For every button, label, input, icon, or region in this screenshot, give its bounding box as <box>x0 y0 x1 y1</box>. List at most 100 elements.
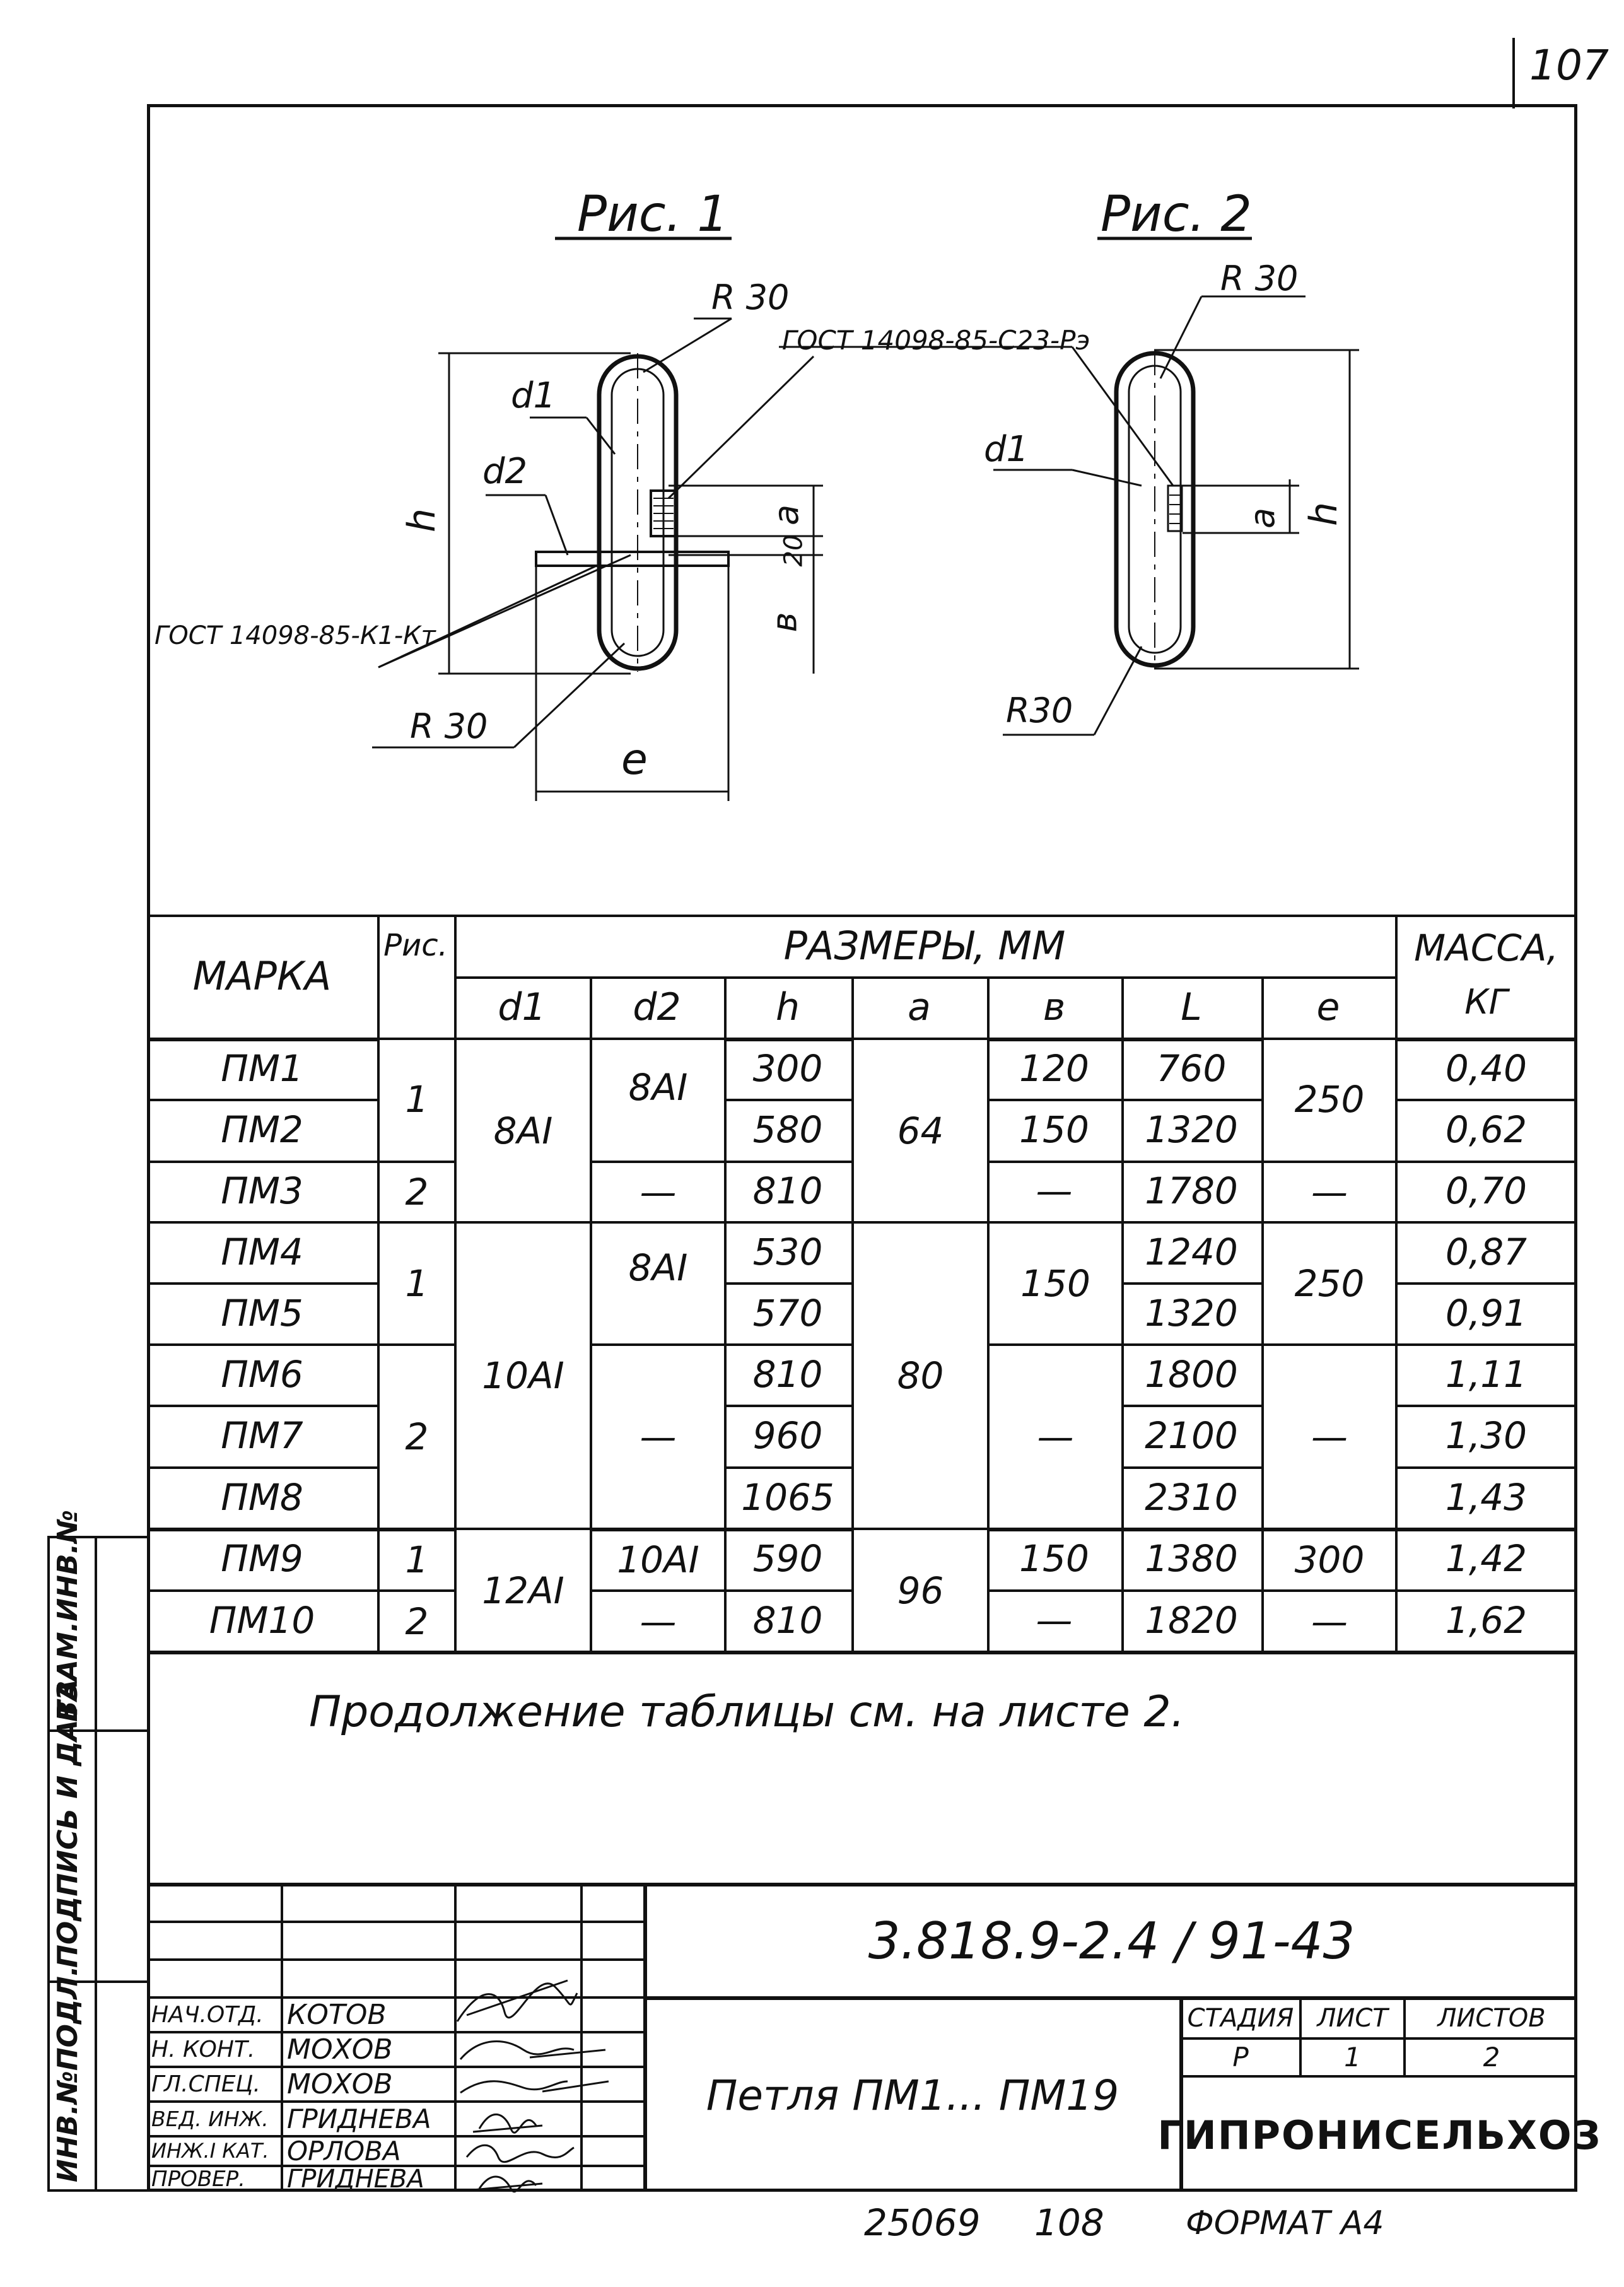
signature-mokhov-1 <box>459 2040 606 2060</box>
table-row: ПМ6 <box>221 1352 303 1396</box>
role-label: ВЕД. ИНЖ. <box>151 2106 269 2131</box>
drawing-frame <box>147 104 1577 2192</box>
cell-b: — <box>990 1346 1121 1528</box>
cell-d1: 10AI <box>457 1224 590 1528</box>
th-mass: МАССА, <box>1414 926 1558 969</box>
sheet-label: ЛИСТ <box>1317 2004 1388 2033</box>
cell-L: 760 <box>1156 1046 1227 1090</box>
th-b: в <box>1043 985 1066 1029</box>
doc-code: 3.818.9-2.4 / 91-43 <box>868 1912 1355 1970</box>
footer-number-2: 108 <box>1034 2201 1104 2244</box>
cell-mass: 0,70 <box>1445 1169 1528 1212</box>
table-continuation-note: Продолжение таблицы см. на листе 2. <box>309 1687 1185 1737</box>
cell-e: 300 <box>1294 1538 1365 1581</box>
cell-fig: 1 <box>405 1538 429 1581</box>
signature-mokhov-2 <box>460 2080 609 2094</box>
cell-L: 2310 <box>1145 1475 1238 1519</box>
th-e: e <box>1316 985 1340 1029</box>
fig2-d1: d1 <box>984 429 1029 470</box>
cell-fig: 1 <box>380 1040 454 1158</box>
cell-d2: — <box>592 1346 724 1528</box>
cell-L: 1380 <box>1145 1537 1238 1580</box>
cell-b: — <box>1036 1598 1073 1642</box>
table-row: ПМ8 <box>221 1475 303 1519</box>
role-label: ГЛ.СПЕЦ. <box>151 2071 260 2097</box>
fig1-e: e <box>621 735 648 785</box>
person-name: ГРИДНЕВА <box>287 2165 424 2194</box>
table-row: ПМ1 <box>221 1046 303 1090</box>
footer-format: ФОРМАТ А4 <box>1186 2204 1384 2242</box>
cell-fig: 2 <box>405 1600 429 1643</box>
cell-L: 1820 <box>1145 1598 1238 1642</box>
cell-d2: 8AI <box>592 1040 724 1135</box>
fig1-title: Рис. 1 <box>577 186 728 243</box>
sheets-label: ЛИСТОВ <box>1437 2004 1546 2033</box>
role-label: НАЧ.ОТД. <box>151 2001 264 2028</box>
cell-a: 80 <box>854 1224 987 1528</box>
th-d1: d1 <box>498 985 546 1029</box>
cell-b: — <box>1036 1169 1073 1212</box>
cell-h: 810 <box>752 1352 823 1396</box>
person-name: МОХОВ <box>287 2033 393 2066</box>
person-name: ГРИДНЕВА <box>287 2103 431 2134</box>
cell-mass: 0,40 <box>1445 1046 1528 1090</box>
cell-h: 1065 <box>741 1475 834 1519</box>
cell-mass: 1,62 <box>1445 1598 1528 1642</box>
cell-h: 300 <box>752 1046 823 1090</box>
fig1-gost-top: ГОСТ 14098-85-С23-Рэ <box>782 325 1090 356</box>
th-L: L <box>1181 985 1202 1029</box>
cell-d2: 8AI <box>592 1224 724 1312</box>
cell-d2: 10AI <box>617 1538 699 1581</box>
cell-b: 150 <box>990 1224 1121 1343</box>
cell-d2: — <box>640 1600 677 1643</box>
cell-h: 530 <box>752 1230 823 1273</box>
table-row: ПМ3 <box>221 1169 303 1212</box>
th-fig: Рис. <box>383 928 448 963</box>
table-row: ПМ7 <box>221 1414 303 1457</box>
cell-fig: 2 <box>380 1346 454 1528</box>
fig2-loop <box>1114 350 1196 669</box>
cell-mass: 0,62 <box>1445 1108 1528 1151</box>
fig1-r30-bottom: R 30 <box>410 706 488 746</box>
cell-L: 1240 <box>1145 1230 1238 1273</box>
fig2-dimensions <box>779 295 1359 736</box>
page-number-divider <box>1512 38 1515 108</box>
fig1-gost-left: ГОСТ 14098-85-К1-Кт <box>155 621 436 650</box>
cell-L: 1800 <box>1145 1352 1238 1396</box>
stage-label: СТАДИЯ <box>1187 2004 1294 2033</box>
fig1-loop <box>535 353 730 672</box>
role-label: ПРОВЕР. <box>151 2167 245 2192</box>
role-label: ИНЖ.I КАТ. <box>151 2139 269 2163</box>
th-a: a <box>908 985 931 1029</box>
table-row: ПМ4 <box>221 1230 303 1273</box>
cell-mass: 1,11 <box>1445 1352 1528 1396</box>
cell-L: 1320 <box>1145 1108 1238 1151</box>
cell-mass: 0,91 <box>1445 1291 1528 1335</box>
table-row: ПМ5 <box>221 1291 303 1335</box>
signature-gridneva-2 <box>472 2175 543 2193</box>
cell-d1: 8AI <box>457 1040 590 1221</box>
cell-a: 64 <box>854 1040 987 1221</box>
cell-fig: 2 <box>405 1171 429 1214</box>
side-strip <box>47 1536 147 2192</box>
sheets-value: 2 <box>1483 2041 1500 2073</box>
cell-b: 120 <box>1019 1046 1089 1090</box>
table-row: ПМ2 <box>221 1108 303 1151</box>
signature-orlova <box>465 2144 575 2163</box>
table-row: ПМ9 <box>221 1537 303 1580</box>
table-row: ПМ10 <box>209 1598 315 1642</box>
cell-mass: 1,30 <box>1445 1414 1528 1457</box>
cell-d2: — <box>640 1171 677 1214</box>
th-d2: d2 <box>633 985 681 1029</box>
person-name: КОТОВ <box>287 1998 387 2031</box>
role-label: Н. КОНТ. <box>151 2036 255 2062</box>
fig2-title: Рис. 2 <box>1101 186 1252 243</box>
cell-e: 250 <box>1264 1224 1395 1343</box>
fig1-dimensions <box>372 317 823 801</box>
cell-e: 250 <box>1264 1040 1395 1158</box>
person-name: ОРЛОВА <box>287 2135 401 2167</box>
cell-L: 1780 <box>1145 1169 1238 1212</box>
cell-fig: 1 <box>380 1224 454 1343</box>
th-h: h <box>775 985 800 1029</box>
